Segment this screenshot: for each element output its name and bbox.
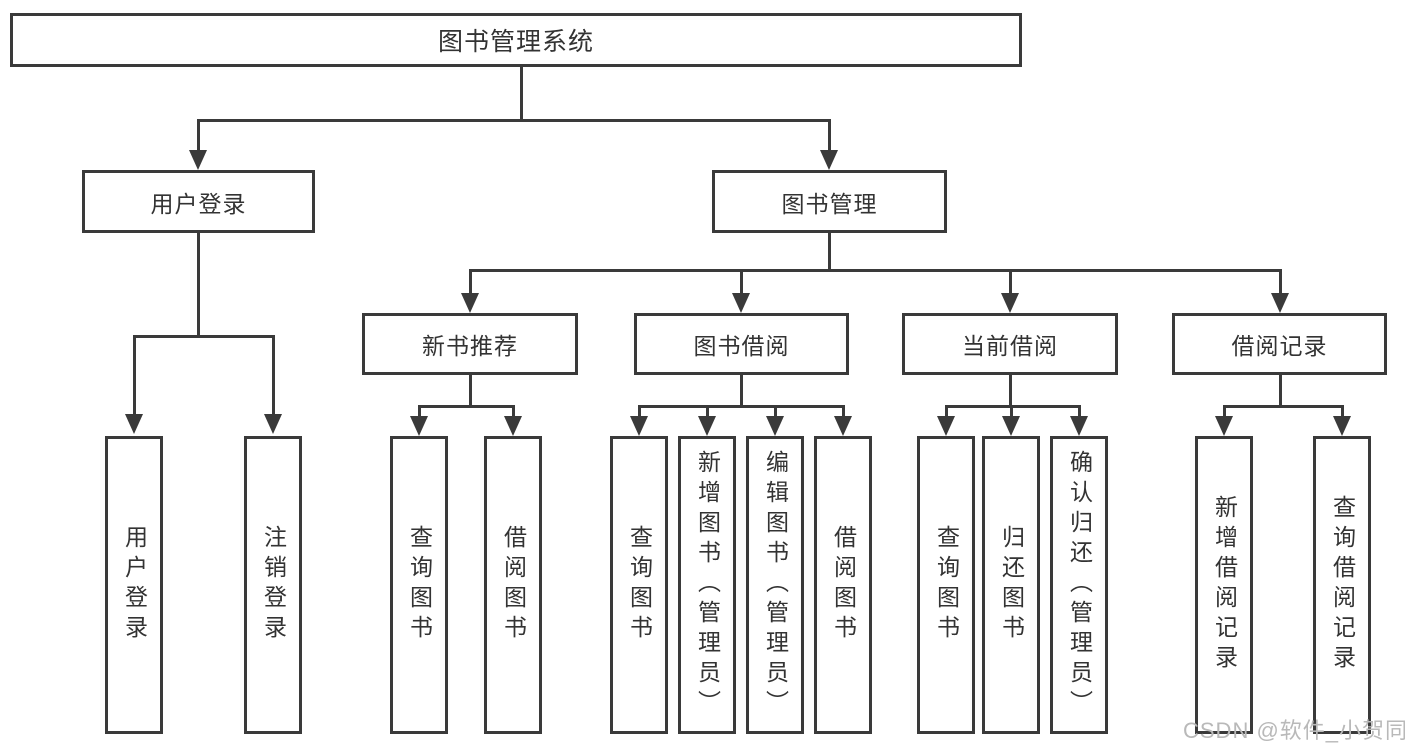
connector-line — [469, 269, 1282, 272]
node-current-borrow: 当前借阅 — [902, 313, 1118, 375]
leaf-query-books-current: 查询图书 — [917, 436, 975, 734]
node-book-management: 图书管理 — [712, 170, 947, 233]
connector-line — [1341, 405, 1344, 420]
connector-line — [740, 269, 743, 298]
leaf-borrow-books-recommend: 借阅图书 — [484, 436, 542, 734]
arrow-down-icon — [410, 416, 428, 436]
connector-line — [1010, 405, 1013, 420]
connector-line — [272, 335, 275, 419]
arrow-down-icon — [1271, 293, 1289, 313]
arrow-down-icon — [732, 293, 750, 313]
arrow-down-icon — [461, 293, 479, 313]
connector-line — [945, 405, 1081, 408]
arrow-down-icon — [1001, 293, 1019, 313]
connector-line — [638, 405, 845, 408]
arrow-down-icon — [264, 414, 282, 434]
node-new-book-recommend: 新书推荐 — [362, 313, 578, 375]
leaf-query-books-recommend: 查询图书 — [390, 436, 448, 734]
leaf-borrow-books: 借阅图书 — [814, 436, 872, 734]
connector-line — [1279, 375, 1282, 407]
arrow-down-icon — [1070, 416, 1088, 436]
connector-line — [1223, 405, 1344, 408]
connector-line — [774, 405, 777, 420]
connector-line — [842, 405, 845, 420]
node-root: 图书管理系统 — [10, 13, 1022, 67]
leaf-query-books-borrow: 查询图书 — [610, 436, 668, 734]
leaf-query-borrow-record: 查询借阅记录 — [1313, 436, 1371, 734]
node-user-login: 用户登录 — [82, 170, 315, 233]
watermark-text: CSDN @软件_小贺同学 — [1183, 718, 1405, 743]
leaf-user-login: 用户登录 — [105, 436, 163, 734]
connector-line — [469, 269, 472, 298]
node-book-borrow: 图书借阅 — [634, 313, 849, 375]
arrow-down-icon — [834, 416, 852, 436]
connector-line — [828, 233, 831, 272]
connector-line — [828, 119, 831, 155]
arrow-down-icon — [937, 416, 955, 436]
arrow-down-icon — [189, 150, 207, 170]
arrow-down-icon — [766, 416, 784, 436]
connector-line — [945, 405, 948, 420]
leaf-add-book-admin: 新增图书（管理员） — [678, 436, 736, 734]
connector-line — [520, 65, 523, 121]
connector-line — [197, 233, 200, 337]
arrow-down-icon — [630, 416, 648, 436]
connector-line — [706, 405, 709, 420]
connector-line — [638, 405, 641, 420]
connector-line — [1223, 405, 1226, 420]
arrow-down-icon — [125, 414, 143, 434]
arrow-down-icon — [1002, 416, 1020, 436]
leaf-add-borrow-record: 新增借阅记录 — [1195, 436, 1253, 734]
arrow-down-icon — [504, 416, 522, 436]
leaf-edit-book-admin: 编辑图书（管理员） — [746, 436, 804, 734]
connector-line — [418, 405, 515, 408]
leaf-logout: 注销登录 — [244, 436, 302, 734]
leaf-confirm-return-admin: 确认归还（管理员） — [1050, 436, 1108, 734]
connector-line — [1009, 269, 1012, 298]
node-borrow-records: 借阅记录 — [1172, 313, 1387, 375]
connector-line — [197, 119, 831, 122]
arrow-down-icon — [698, 416, 716, 436]
connector-line — [512, 405, 515, 420]
connector-line — [133, 335, 136, 419]
connector-line — [1279, 269, 1282, 298]
leaf-return-book: 归还图书 — [982, 436, 1040, 734]
connector-line — [1078, 405, 1081, 420]
connector-line — [133, 335, 275, 338]
connector-line — [197, 119, 200, 155]
arrow-down-icon — [1215, 416, 1233, 436]
connector-line — [740, 375, 743, 407]
arrow-down-icon — [1333, 416, 1351, 436]
connector-line — [418, 405, 421, 420]
connector-line — [469, 375, 472, 407]
arrow-down-icon — [820, 150, 838, 170]
connector-line — [1009, 375, 1012, 407]
